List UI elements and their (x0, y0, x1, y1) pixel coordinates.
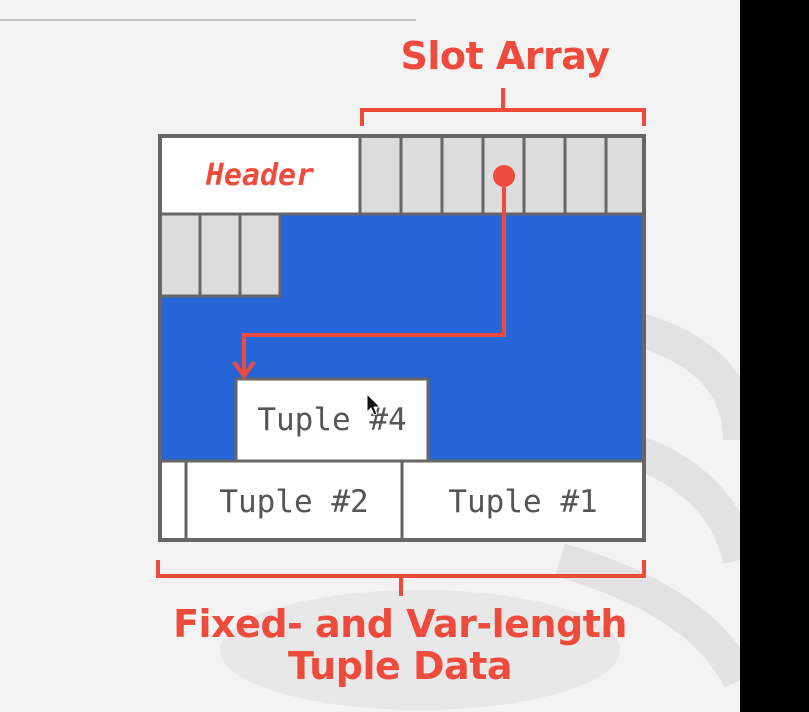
tuple-4-label: Tuple #4 (257, 402, 407, 438)
slot-cell (158, 212, 202, 298)
slot-array-title: Slot Array (400, 34, 610, 78)
tuple-small-box (158, 459, 188, 542)
slot-cell (358, 134, 403, 216)
slot-array-row-2 (158, 212, 282, 298)
slot-cell (399, 134, 444, 216)
slot-array-row (358, 134, 646, 216)
slot-cell (604, 134, 646, 216)
slot-cell (238, 212, 282, 298)
slot-pointer-arrow (232, 176, 506, 380)
tuple-1-box (400, 459, 646, 542)
slot-cell (522, 134, 567, 216)
black-side-bar (740, 0, 809, 712)
title-divider (0, 19, 416, 21)
tuple-data-title-line2: Tuple Data (287, 644, 513, 688)
header-label: Header (205, 158, 315, 193)
tuple-1-label: Tuple #1 (448, 484, 598, 520)
slot-pointer-dot (493, 165, 515, 187)
mouse-cursor-icon (366, 393, 382, 416)
slot-cell (563, 134, 608, 216)
slot-cell (440, 134, 485, 216)
tuple-data-title: Fixed- and Var-length Tuple Data (140, 603, 660, 687)
tuple-4-box (234, 377, 430, 463)
tuple-2-label: Tuple #2 (219, 484, 369, 520)
page-border (158, 134, 646, 542)
slotted-page-diagram (156, 88, 646, 596)
tuple-data-title-line1: Fixed- and Var-length (173, 602, 627, 646)
slot-array-bracket (360, 88, 646, 126)
slide: Slot Array Header Tuple #4 Tuple #2 Tupl… (0, 0, 740, 712)
header-block (160, 136, 360, 214)
tuple-data-bracket (156, 560, 646, 596)
slot-cell (198, 212, 242, 298)
tuple-2-box (184, 459, 404, 542)
